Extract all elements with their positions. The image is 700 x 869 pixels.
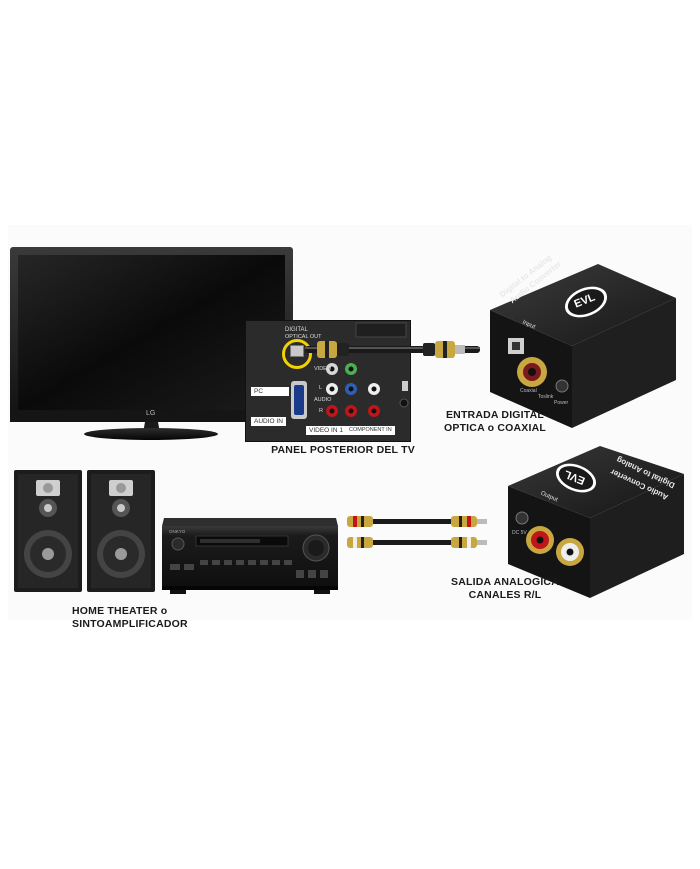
rca-cables (343, 510, 493, 554)
panel-label-video-in: VIDEO IN 1 (306, 426, 346, 435)
converter-output-caption-2: CANALES R/L (468, 589, 542, 601)
tv-panel-caption: PANEL POSTERIOR DEL TV (271, 444, 415, 456)
converter-input-caption-1: ENTRADA DIGITAL (445, 409, 545, 421)
av-receiver: ONKYO (160, 512, 340, 594)
optical-highlight-circle (282, 339, 312, 369)
converter-input-coaxial-label: Coaxial (520, 388, 537, 394)
optical-cable (295, 336, 490, 366)
receiver-brand: ONKYO (169, 529, 186, 534)
panel-label-optical: OPTICAL OUT (285, 334, 322, 340)
panel-label-video: VIDEO (314, 366, 332, 372)
speaker-right (87, 470, 157, 594)
panel-label-component-in: COMPONENT IN (346, 426, 395, 435)
tv-brand-logo: LG (146, 410, 156, 417)
tv: LG (10, 247, 295, 442)
speaker-left (14, 470, 84, 594)
converter-output-caption-1: SALIDA ANALOGICA (451, 576, 559, 588)
home-theater-caption: HOME THEATER o SINTOAMPLIFICADOR (72, 605, 188, 630)
panel-label-audio: AUDIO (314, 397, 332, 403)
panel-label-digital: DIGITAL (285, 327, 308, 333)
converter-input-caption-2: OPTICA o COAXIAL (444, 422, 546, 434)
panel-label-l: L (319, 385, 323, 391)
converter-output-device: EVL Digital to Analog Audio Converter Ou… (504, 440, 688, 600)
converter-input-power-label: Power (554, 400, 569, 406)
converter-output-dc-label: DC 5V (512, 530, 527, 536)
tv-back-panel: DIGITAL OPTICAL OUT PC AUDIO IN VIDEO IN… (245, 320, 411, 442)
panel-label-pc: PC (251, 387, 289, 396)
converter-input-device: EVL Digital to Analog Audio Converter In… (486, 253, 682, 430)
panel-label-r: R (319, 408, 323, 414)
converter-input-toslink-label: Toslink (538, 394, 554, 400)
panel-label-audio-in: AUDIO IN (251, 417, 286, 426)
